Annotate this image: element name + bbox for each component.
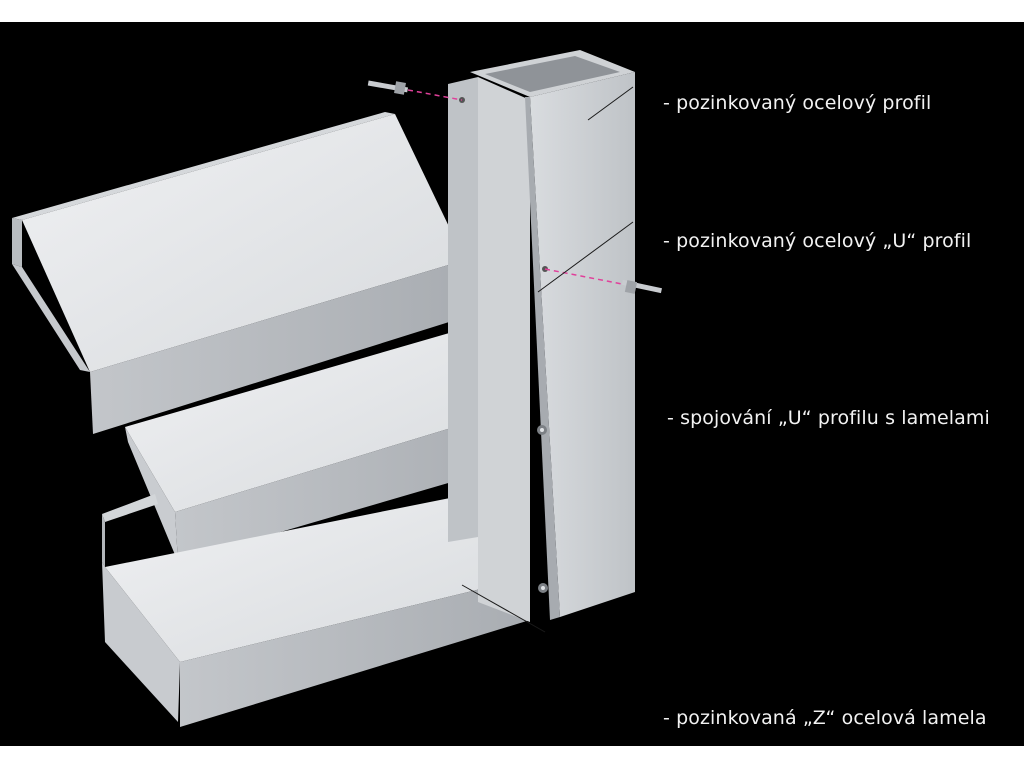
dashed-lines [407, 89, 623, 285]
u-profile [448, 77, 530, 622]
label-steel-profile: - pozinkovaný ocelový profil [663, 92, 932, 114]
label-z-lamella: - pozinkovaná „Z“ ocelová lamela [663, 707, 987, 729]
fastener-icons [367, 80, 662, 294]
upper-lamella [12, 112, 465, 434]
rivet-icons [459, 97, 548, 593]
label-joining: - spojování „U“ profilu s lamelami [667, 407, 990, 429]
lower-lamella [102, 492, 530, 727]
steel-post [470, 50, 635, 620]
label-u-profile: - pozinkovaný ocelový „U“ profil [663, 230, 972, 252]
diagram-stage: - pozinkovaný ocelový profil - pozinkova… [0, 22, 1024, 746]
leader-lines [461, 86, 634, 633]
middle-lamella [125, 327, 520, 562]
louver-diagram [12, 50, 662, 727]
